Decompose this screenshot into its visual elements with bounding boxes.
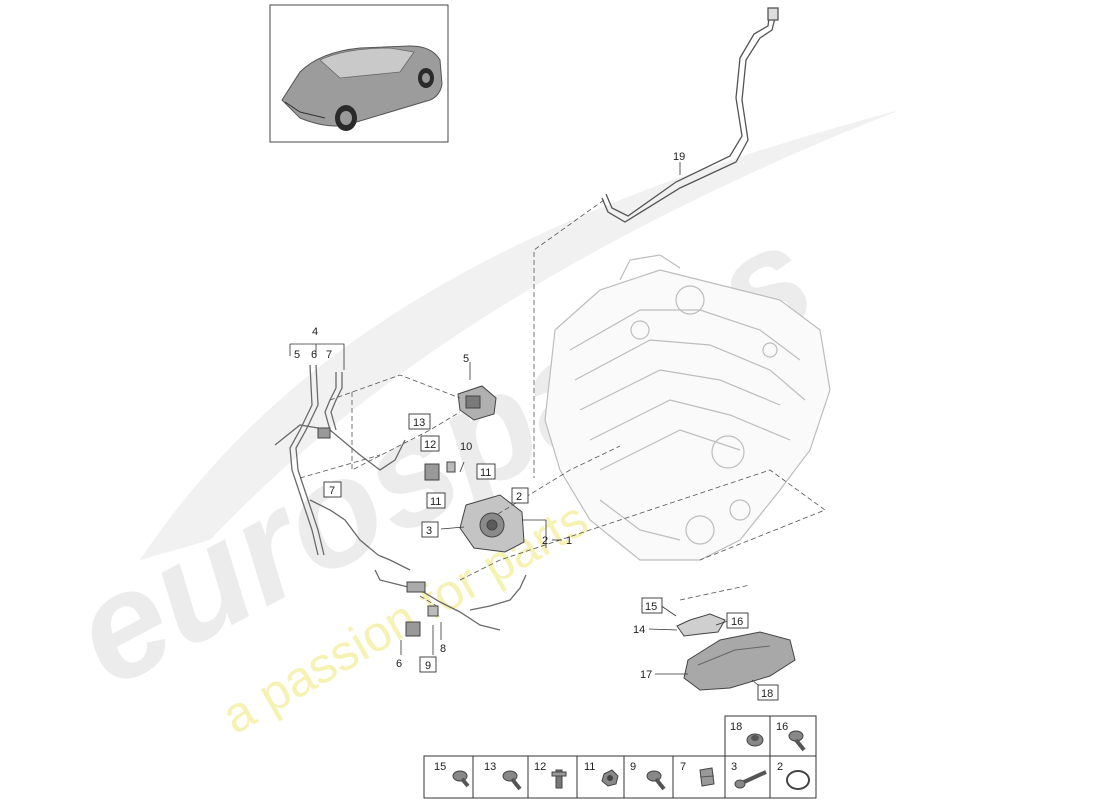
- callout-2: 2: [516, 491, 522, 503]
- callout-5-valve: 5: [463, 353, 469, 365]
- legend-cell-11[interactable]: 11: [584, 761, 619, 787]
- watermark-swoosh: [140, 110, 900, 560]
- legend-cell-2[interactable]: 2: [777, 761, 810, 790]
- callout-7: 7: [326, 349, 332, 361]
- legend-cell-16[interactable]: 16: [776, 721, 806, 752]
- sensor-12[interactable]: [424, 463, 440, 481]
- legend-number: 18: [730, 721, 742, 733]
- callout-11: 11: [480, 467, 491, 479]
- legend-number: 2: [777, 761, 783, 773]
- legend-cell-3[interactable]: 3: [731, 761, 767, 789]
- callout-16: 16: [731, 616, 743, 628]
- legend-number: 7: [680, 761, 686, 773]
- clip-10[interactable]: [446, 461, 456, 473]
- clip-icon: [551, 769, 567, 789]
- suv-car-icon: [281, 45, 443, 131]
- short-bolt-icon: [452, 770, 470, 788]
- callout-17: 17: [640, 669, 652, 681]
- long-bolt-icon: [734, 770, 767, 789]
- coolant-pipe-19[interactable]: [601, 7, 779, 223]
- callout-9: 9: [425, 660, 431, 672]
- legend-cell-18[interactable]: 18: [730, 721, 764, 747]
- callout-18: 18: [761, 688, 773, 700]
- vehicle-thumbnail[interactable]: [269, 4, 449, 143]
- callout-15: 15: [645, 601, 657, 613]
- callout-19: 19: [673, 151, 685, 163]
- hose-assembly-4[interactable]: [274, 364, 527, 631]
- callout-12: 12: [424, 439, 436, 451]
- legend-cell-15[interactable]: 15: [434, 761, 470, 788]
- coolant-pump-1[interactable]: [459, 494, 525, 553]
- callout-1: 1: [566, 535, 572, 547]
- hex-bolt-icon: [788, 730, 806, 752]
- cover-17[interactable]: [683, 631, 796, 691]
- callout-3: 3: [426, 525, 432, 537]
- callout-4: 4: [312, 326, 318, 338]
- callout-2-pump: 2: [542, 535, 548, 547]
- callout-5: 5: [294, 349, 300, 361]
- callout-7-boxed: 7: [329, 485, 335, 497]
- callout-13: 13: [413, 417, 425, 429]
- legend-cell-7[interactable]: 7: [680, 761, 715, 787]
- legend-number: 13: [484, 761, 496, 773]
- legend-number: 16: [776, 721, 788, 733]
- o-ring-icon: [786, 770, 810, 790]
- legend-number: 3: [731, 761, 737, 773]
- callout-10: 10: [460, 441, 472, 453]
- engine-block[interactable]: [544, 254, 831, 561]
- hex-bolt-icon: [502, 770, 522, 791]
- legend-cell-12[interactable]: 12: [534, 761, 567, 789]
- callout-11-lower: 11: [430, 496, 441, 508]
- fastener-legend: 18 16 15 13: [423, 715, 817, 799]
- legend-number: 15: [434, 761, 446, 773]
- legend-cell-13[interactable]: 13: [484, 761, 522, 791]
- callout-6-lower: 6: [396, 658, 402, 670]
- bracket-14[interactable]: [676, 613, 726, 637]
- hose-connector[interactable]: [317, 427, 439, 637]
- callout-14: 14: [633, 624, 645, 636]
- valve-5[interactable]: [457, 385, 497, 421]
- legend-number: 9: [630, 761, 636, 773]
- callouts-boxed: [323, 413, 779, 701]
- callouts-boxed-text: 13 12 11 11 7 2 3 9 15 16 18: [329, 417, 773, 700]
- bolt-icon: [646, 770, 666, 791]
- callout-6: 6: [311, 349, 317, 361]
- legend-cell-9[interactable]: 9: [630, 761, 666, 791]
- legend-number: 12: [534, 761, 546, 773]
- flange-nut-icon: [746, 733, 764, 747]
- legend-number: 11: [584, 761, 595, 773]
- callouts-plain: 19 4 5 6 7 5 10 1 2 6 8 14 17: [294, 151, 685, 681]
- callout-8: 8: [440, 643, 446, 655]
- nut-icon: [601, 769, 619, 787]
- hose-clamp-icon: [699, 767, 715, 787]
